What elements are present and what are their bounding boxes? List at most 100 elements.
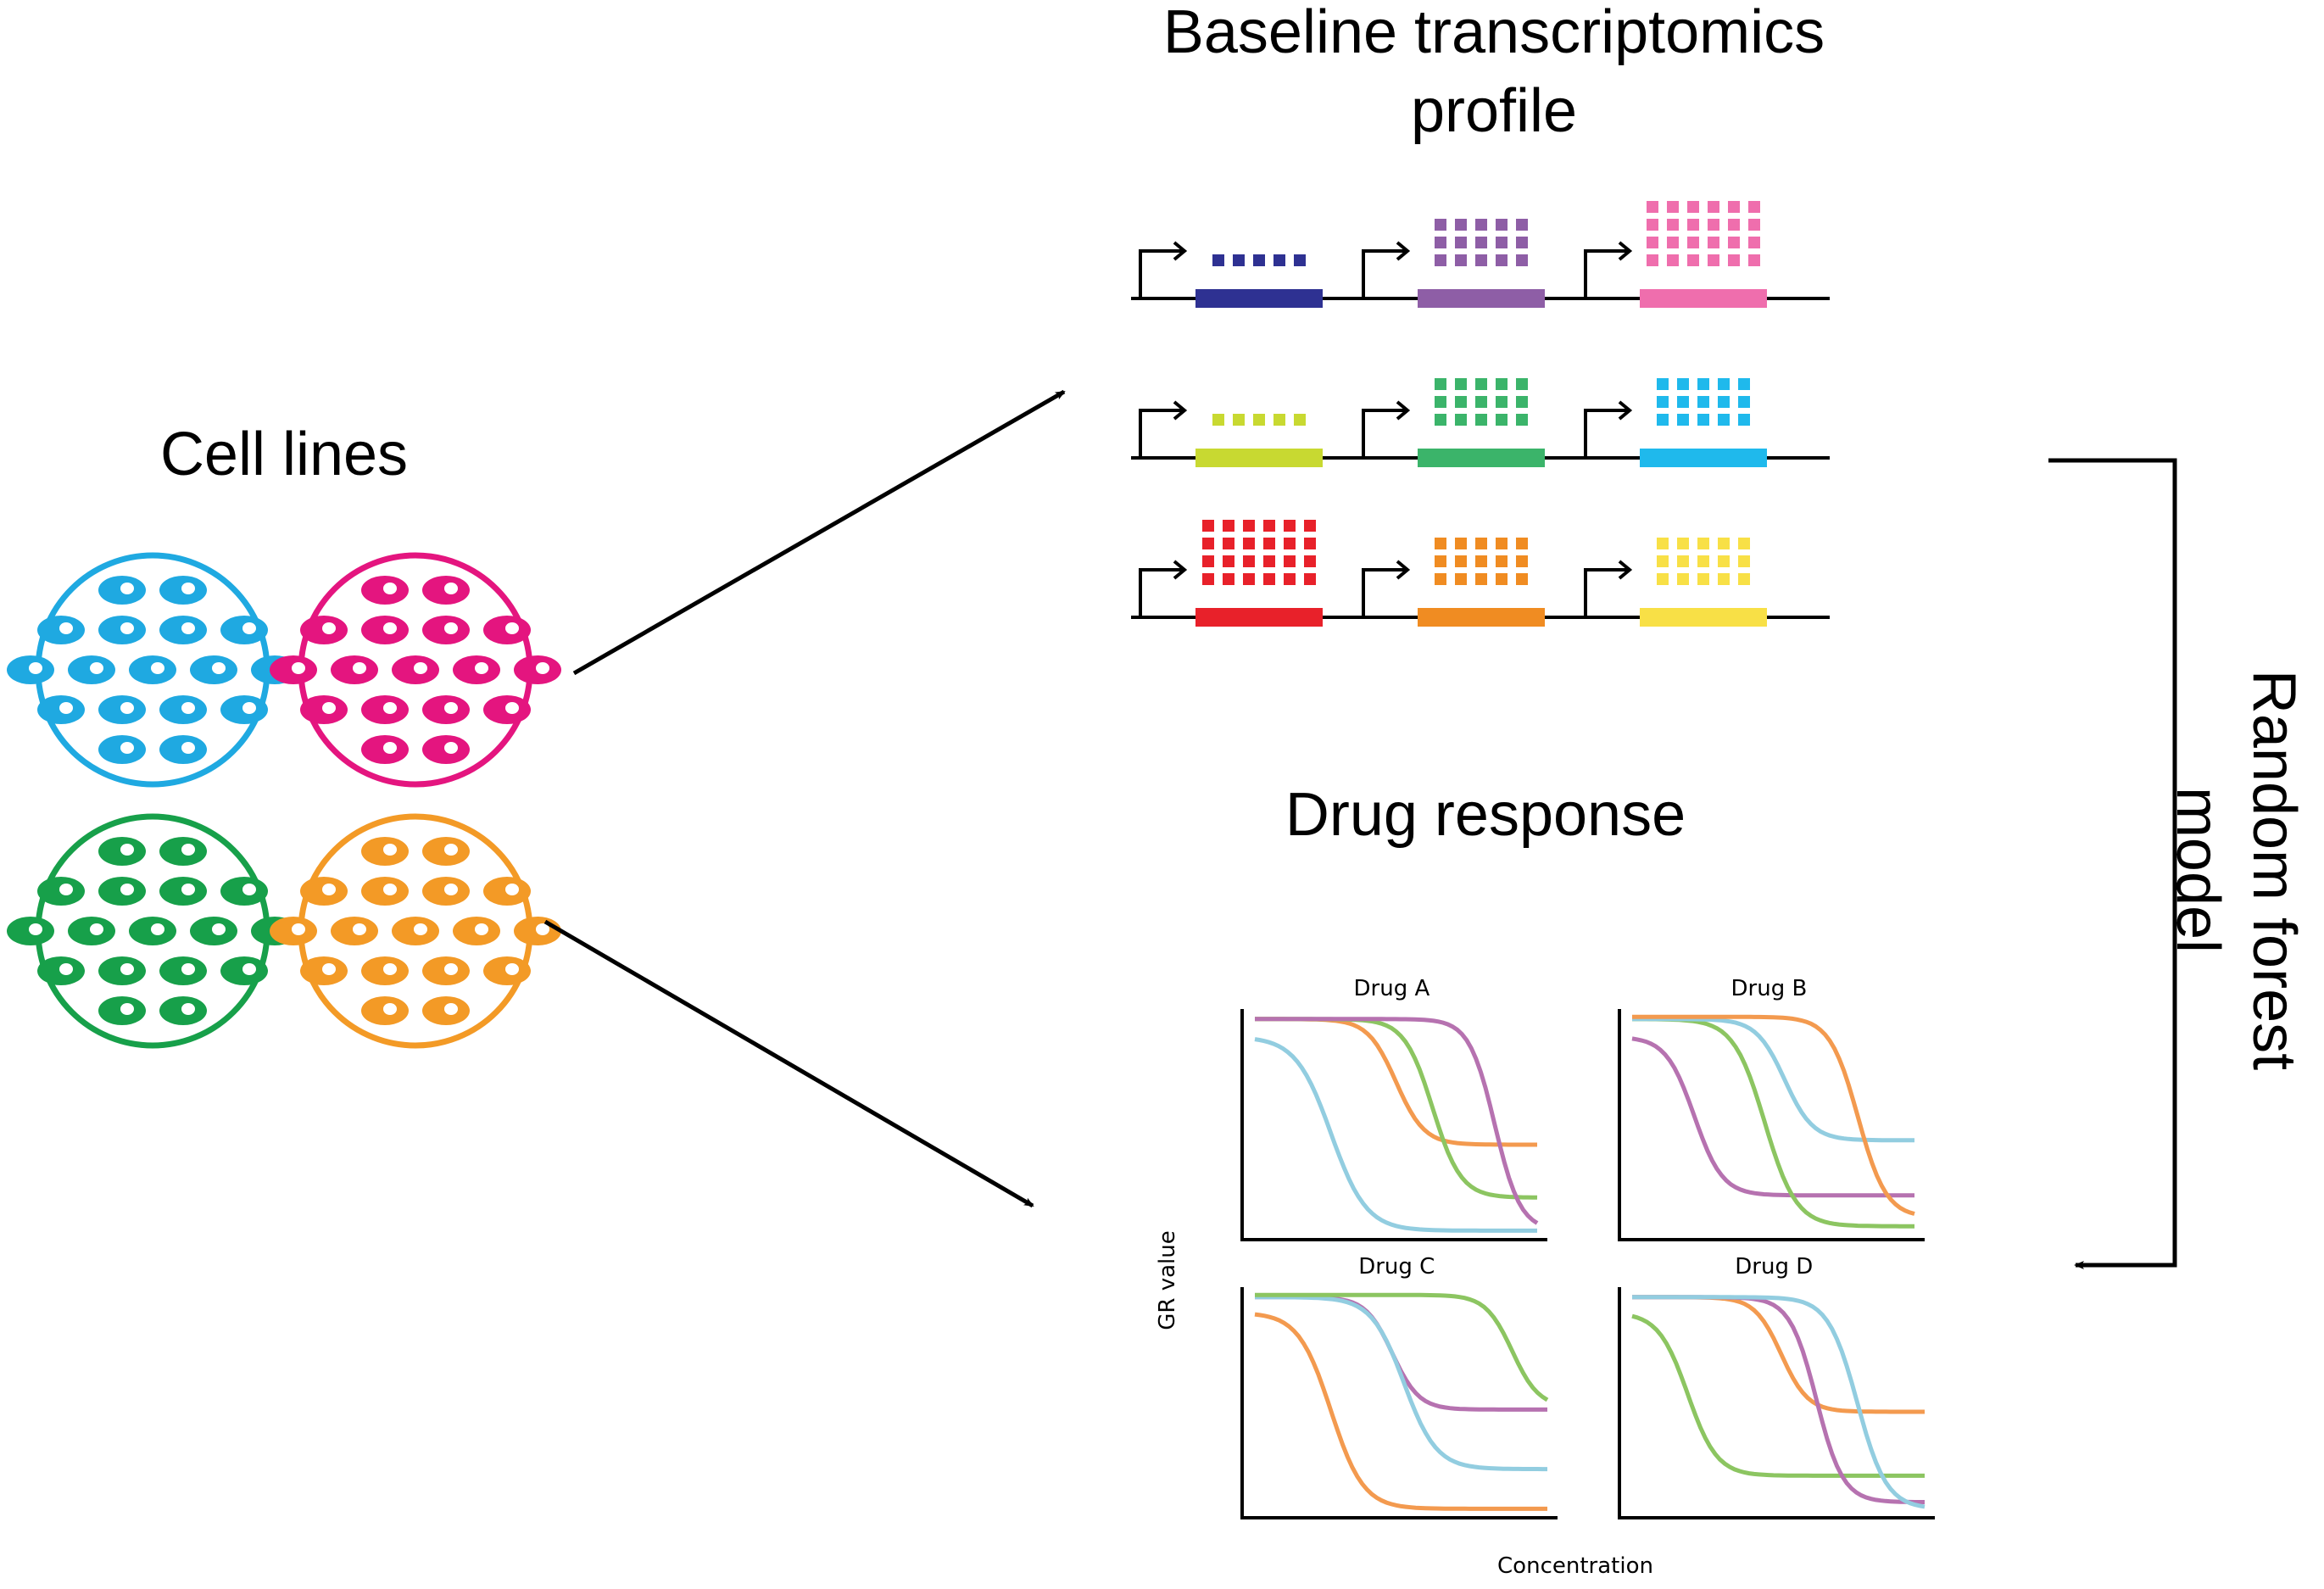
expression-square	[1496, 573, 1508, 585]
expression-square	[1455, 254, 1467, 266]
expression-square	[1657, 378, 1669, 390]
expression-square	[1647, 254, 1658, 266]
gr-value-axis-label: GR value	[1155, 1230, 1180, 1330]
gene-body	[1195, 449, 1323, 467]
cell	[422, 956, 470, 985]
cell	[98, 695, 146, 724]
cell	[300, 616, 348, 644]
expression-square	[1516, 219, 1528, 231]
expression-square	[1748, 201, 1760, 213]
cell	[37, 616, 85, 644]
expression-square	[1697, 378, 1709, 390]
expression-square	[1718, 538, 1730, 549]
promoter-arrowhead	[1618, 560, 1633, 580]
cell	[190, 655, 237, 684]
expression-square	[1496, 414, 1508, 426]
gene-row	[1131, 378, 1830, 467]
cell	[37, 877, 85, 906]
response-curve	[1631, 1313, 1925, 1478]
gene-body	[1418, 449, 1545, 467]
expression-square	[1273, 414, 1285, 426]
response-curve	[1632, 1295, 1925, 1414]
cell	[98, 956, 146, 985]
cell	[98, 996, 146, 1025]
expression-square	[1748, 254, 1760, 266]
expression-square	[1435, 573, 1446, 585]
expression-square	[1677, 555, 1689, 567]
expression-square	[1516, 555, 1528, 567]
promoter-arrowhead	[1396, 560, 1411, 580]
concentration-axis-label: Concentration	[1497, 1553, 1653, 1579]
cell	[361, 576, 409, 605]
expression-square	[1243, 555, 1255, 567]
gene-body	[1418, 289, 1545, 308]
expression-square	[1677, 573, 1689, 585]
expression-square	[1304, 555, 1316, 567]
expression-square	[1284, 573, 1296, 585]
cell	[514, 655, 561, 684]
cell	[270, 917, 317, 945]
expression-square	[1223, 555, 1234, 567]
cell	[331, 655, 378, 684]
plot-panel: Drug B	[1618, 976, 1925, 1241]
response-curve	[1254, 1312, 1547, 1511]
expression-square	[1455, 414, 1467, 426]
promoter-arrow	[1584, 249, 1628, 298]
gene-row	[1131, 201, 1830, 308]
expression-square	[1223, 520, 1234, 532]
cell	[483, 956, 531, 985]
expression-square	[1475, 555, 1487, 567]
expression-square	[1475, 414, 1487, 426]
cell	[422, 837, 470, 866]
expression-square	[1697, 573, 1709, 585]
expression-square	[1435, 414, 1446, 426]
expression-square	[1657, 538, 1669, 549]
expression-square	[1687, 219, 1699, 231]
cell	[220, 877, 268, 906]
expression-square	[1496, 254, 1508, 266]
promoter-arrow	[1362, 568, 1406, 617]
expression-square	[1223, 538, 1234, 549]
baseline-title-line2: profile	[1411, 77, 1577, 145]
cell	[159, 996, 207, 1025]
cell	[220, 956, 268, 985]
cell	[483, 877, 531, 906]
response-curve	[1255, 1017, 1538, 1200]
gene	[1584, 538, 1767, 627]
expression-square	[1738, 414, 1750, 426]
expression-square	[1748, 237, 1760, 248]
cell	[392, 655, 439, 684]
response-curve	[1632, 1014, 1915, 1216]
expression-square	[1718, 378, 1730, 390]
promoter-arrowhead	[1396, 400, 1411, 421]
cell	[361, 877, 409, 906]
cell	[159, 616, 207, 644]
expression-square	[1233, 414, 1245, 426]
cell	[361, 616, 409, 644]
cell	[361, 837, 409, 866]
promoter-arrow	[1139, 249, 1183, 298]
expression-square	[1697, 555, 1709, 567]
expression-square	[1516, 378, 1528, 390]
expression-square	[1657, 555, 1669, 567]
plot-panel: Drug A	[1240, 976, 1547, 1241]
expression-square	[1738, 396, 1750, 408]
expression-square	[1667, 237, 1679, 248]
gene-row	[1131, 520, 1830, 627]
cell	[129, 917, 176, 945]
expression-square	[1496, 237, 1508, 248]
expression-square	[1667, 254, 1679, 266]
response-curve	[1632, 1017, 1914, 1143]
expression-square	[1435, 254, 1446, 266]
expression-square	[1202, 520, 1214, 532]
cell	[361, 956, 409, 985]
expression-square	[1475, 396, 1487, 408]
cell	[220, 616, 268, 644]
expression-square	[1294, 254, 1306, 266]
expression-square	[1263, 538, 1275, 549]
expression-square	[1677, 378, 1689, 390]
plot-title: Drug C	[1358, 1254, 1435, 1280]
response-curve	[1631, 1036, 1914, 1198]
response-curve	[1254, 1037, 1537, 1233]
expression-square	[1475, 237, 1487, 248]
